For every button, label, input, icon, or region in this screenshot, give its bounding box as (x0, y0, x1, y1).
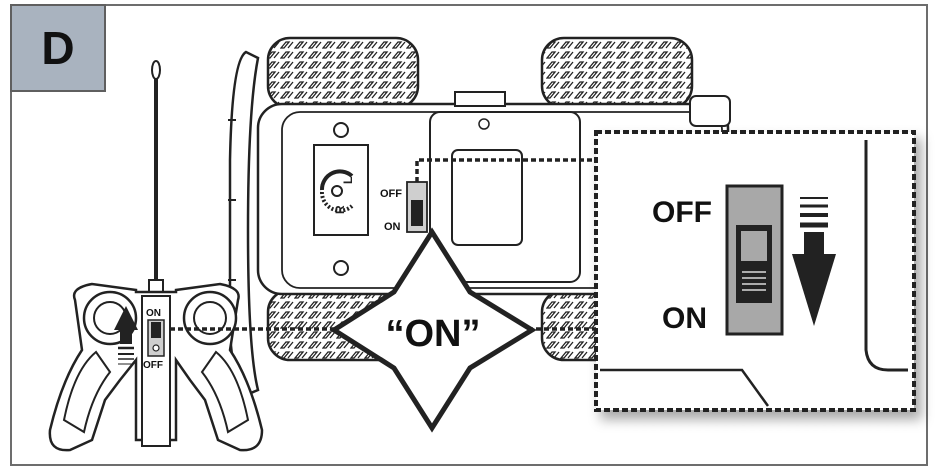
on-callout-text: “ON” (386, 313, 481, 355)
panel-border (10, 4, 928, 466)
car-power-switch: OFF ON (380, 181, 428, 233)
step-badge: D (10, 4, 106, 92)
front-left-wheel (266, 36, 420, 110)
car-switch-off-label: OFF (380, 188, 402, 200)
remote-switch-on-label: ON (146, 308, 161, 319)
car-switch-on-label: ON (384, 221, 401, 233)
remote-switch-off-label: OFF (143, 360, 163, 371)
dial-r-label: R (333, 205, 347, 214)
zoom-on-label: ON (662, 302, 707, 335)
remote-controller: ON OFF (48, 60, 264, 452)
on-callout-star: “ON” (329, 227, 537, 433)
zoom-off-label: OFF (652, 196, 712, 229)
down-arrow-icon (792, 197, 836, 326)
switch-zoom-content: OFF ON (600, 140, 908, 407)
up-arrow-icon (114, 306, 138, 365)
dial-l-label: L (341, 177, 355, 184)
steering-trim-dial: R L (319, 169, 355, 214)
rear-left-wheel (540, 36, 694, 110)
remote-power-switch: ON OFF (143, 308, 165, 371)
